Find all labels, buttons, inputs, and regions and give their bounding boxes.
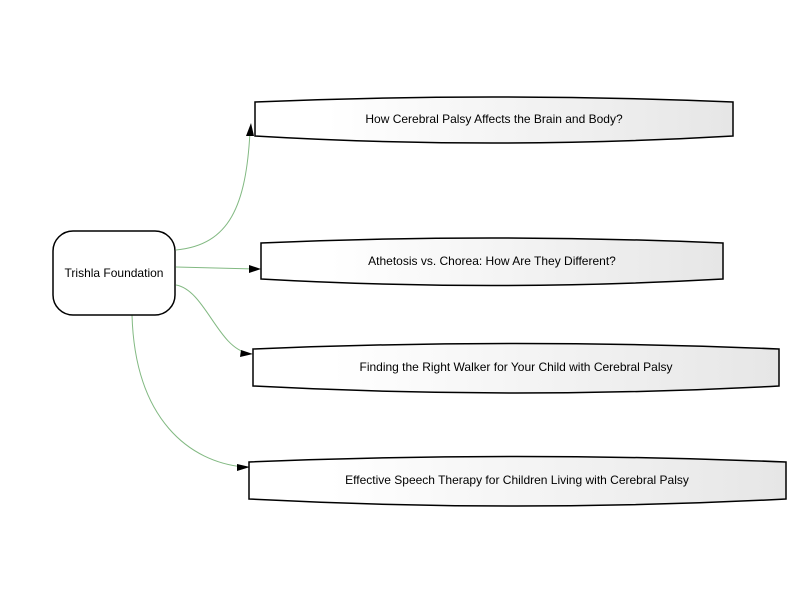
topic-node-3[interactable]: [252, 342, 780, 394]
arrowhead-3: [240, 350, 253, 357]
edge-to-topic-4: [131, 314, 245, 468]
arrowhead-2: [249, 265, 261, 273]
arrowhead-1: [246, 123, 254, 136]
topic-node-label: Finding the Right Walker for Your Child …: [359, 360, 673, 374]
arrowhead-4: [237, 464, 250, 471]
root-node[interactable]: [52, 230, 176, 316]
topic-node-label: Athetosis vs. Chorea: How Are They Diffe…: [368, 254, 616, 268]
topic-node-label: Effective Speech Therapy for Children Li…: [345, 473, 689, 487]
edge-to-topic-1: [175, 131, 251, 251]
topic-node-4[interactable]: [248, 455, 787, 507]
topic-node-2[interactable]: [260, 237, 724, 287]
edge-to-topic-3: [175, 284, 249, 354]
root-node-label: Trishla Foundation: [64, 266, 164, 280]
topic-node-label: How Cerebral Palsy Affects the Brain and…: [365, 112, 623, 126]
topic-node-1[interactable]: [254, 96, 734, 144]
edge-to-topic-2: [175, 266, 256, 270]
